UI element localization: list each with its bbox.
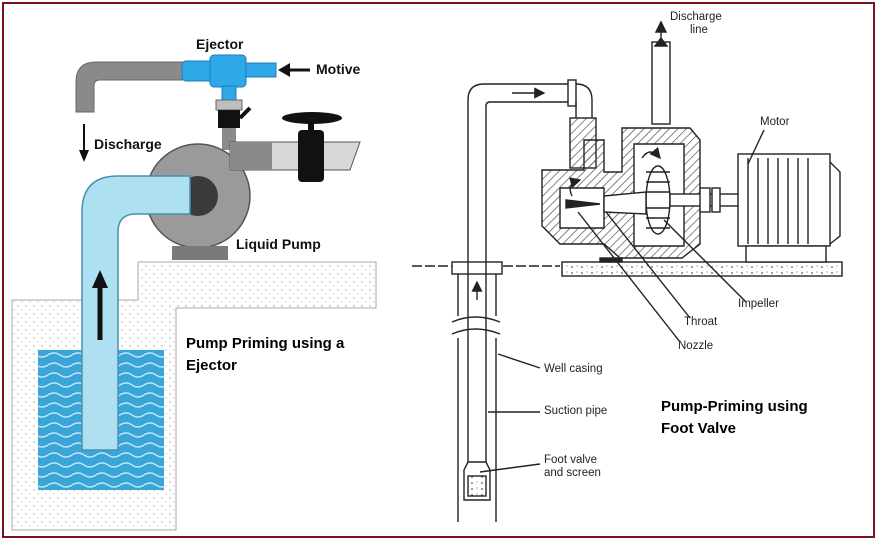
ejector-priming-diagram — [11, 54, 377, 531]
ejector-caption-line2: Ejector — [186, 357, 237, 374]
ejector-label: Ejector — [196, 36, 244, 52]
throat-label: Throat — [684, 316, 718, 328]
discharge-line — [651, 20, 671, 125]
motor — [599, 153, 841, 263]
nozzle-label: Nozzle — [678, 340, 714, 352]
discharge-line-label-2: line — [690, 24, 708, 36]
foot-valve-caption-line2: Foot Valve — [661, 420, 737, 437]
impeller-label: Impeller — [738, 298, 779, 310]
ejector-body — [181, 54, 277, 101]
foot-valve-screen — [463, 461, 491, 501]
discharge-label: Discharge — [94, 136, 162, 152]
suction-pipe-blue — [81, 175, 191, 451]
well-casing — [451, 261, 503, 522]
foot-valve-priming-diagram — [412, 20, 843, 522]
foot-valve-label-1: Foot valve — [544, 454, 598, 466]
foot-valve-caption-line1: Pump-Priming using — [661, 398, 808, 415]
liquid-pump-label: Liquid Pump — [236, 236, 321, 252]
motor-label: Motor — [760, 116, 790, 128]
well-casing-label: Well casing — [544, 363, 603, 375]
foot-valve-label-2: and screen — [544, 467, 601, 479]
suction-pipe-label: Suction pipe — [544, 405, 608, 417]
ejector-caption-line1: Pump Priming using a — [186, 335, 345, 352]
motive-label: Motive — [316, 61, 361, 77]
handwheel-valve — [282, 112, 342, 182]
gray-discharge-pipe — [75, 61, 211, 113]
pump-casing — [541, 127, 741, 259]
pump-foundation — [561, 261, 843, 277]
discharge-line-label-1: Discharge — [670, 11, 722, 23]
